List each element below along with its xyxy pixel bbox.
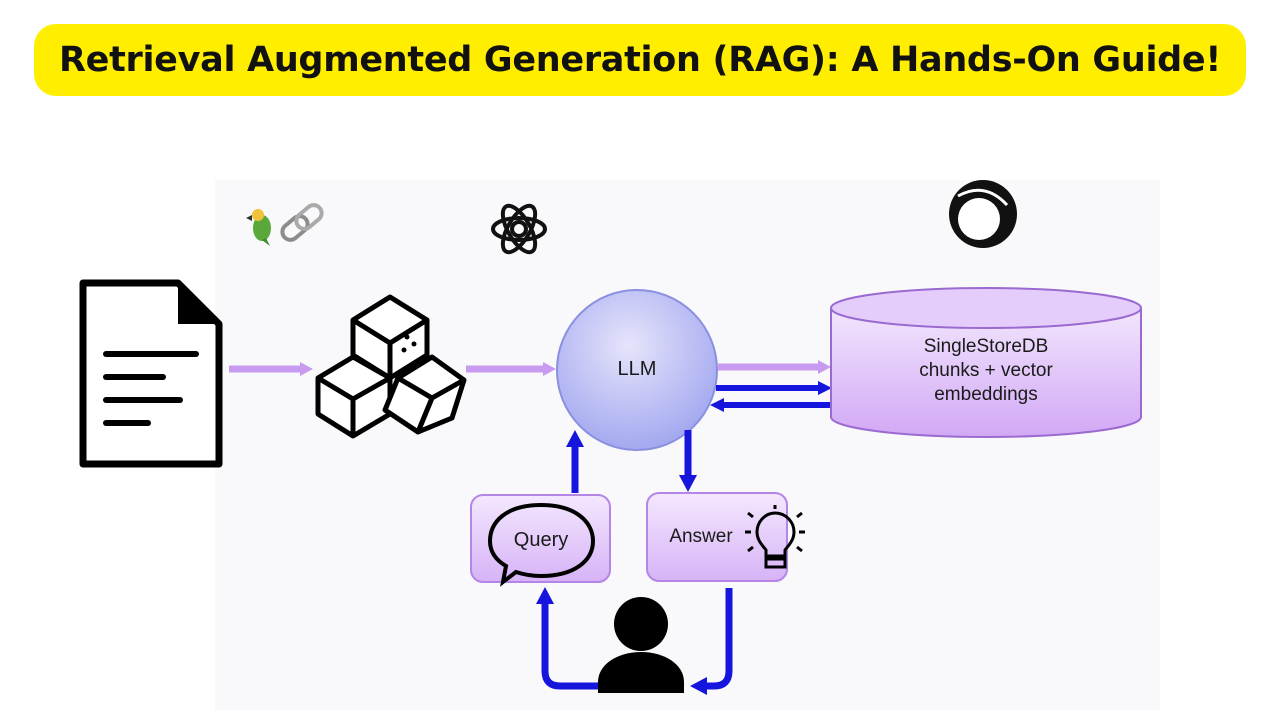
openai-logo-icon: [491, 203, 547, 255]
query-box: [470, 494, 611, 583]
ingest-arrows: [229, 360, 831, 376]
user-icon: [598, 597, 684, 693]
document-icon: [79, 279, 223, 468]
db-label-line-2: chunks + vector: [919, 360, 1053, 381]
llm-label: LLM: [617, 358, 657, 380]
page-title: Retrieval Augmented Generation (RAG): A …: [59, 40, 1221, 80]
db-label-line-3: embeddings: [934, 384, 1038, 405]
db-label-line-1: SingleStoreDB: [923, 336, 1049, 357]
cubes-chunks-icon: [315, 294, 467, 439]
query-answer-arrows: [566, 430, 697, 493]
singlestore-logo-icon: [949, 180, 1017, 248]
answer-label: Answer: [669, 526, 733, 547]
langchain-parrot-link-icon: [246, 203, 324, 246]
title-banner: Retrieval Augmented Generation (RAG): A …: [34, 24, 1246, 96]
vector-database: [830, 287, 1142, 438]
llm-node: [556, 289, 718, 451]
lightbulb-icon: [745, 505, 805, 569]
llm-db-arrows: [710, 381, 832, 412]
query-label: Query: [513, 529, 569, 551]
user-loop-arrows: [536, 587, 733, 695]
db-label: SingleStoreDB chunks + vector embeddings: [856, 335, 1116, 407]
speech-bubble-icon: [487, 502, 596, 587]
